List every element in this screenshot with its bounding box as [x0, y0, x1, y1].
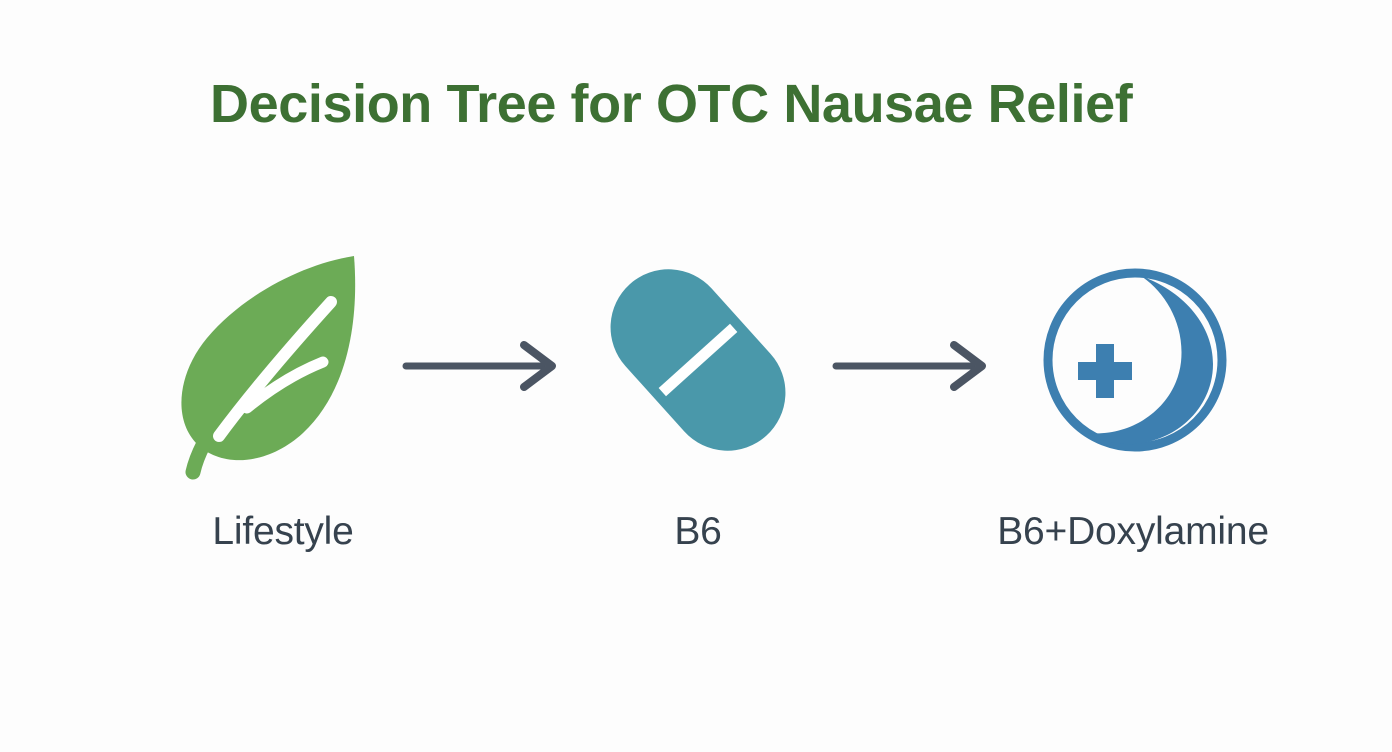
decision-flow: Lifestyle B6 — [0, 240, 1392, 580]
flow-step-label: B6+Doxylamine — [997, 510, 1269, 553]
flow-step-lifestyle[interactable]: Lifestyle — [163, 240, 403, 580]
leaf-icon — [163, 240, 403, 480]
page-title: Decision Tree for OTC Nausae Relief — [210, 74, 1133, 134]
moon-plus-icon — [1013, 240, 1253, 480]
flow-step-b6[interactable]: B6 — [578, 240, 818, 580]
flow-step-label: B6 — [674, 510, 722, 553]
arrow-right-icon — [832, 336, 992, 396]
flow-step-b6-doxylamine[interactable]: B6+Doxylamine — [997, 240, 1269, 580]
flow-step-label: Lifestyle — [212, 510, 354, 553]
pill-capsule-icon — [578, 240, 818, 480]
arrow-right-icon — [402, 336, 562, 396]
